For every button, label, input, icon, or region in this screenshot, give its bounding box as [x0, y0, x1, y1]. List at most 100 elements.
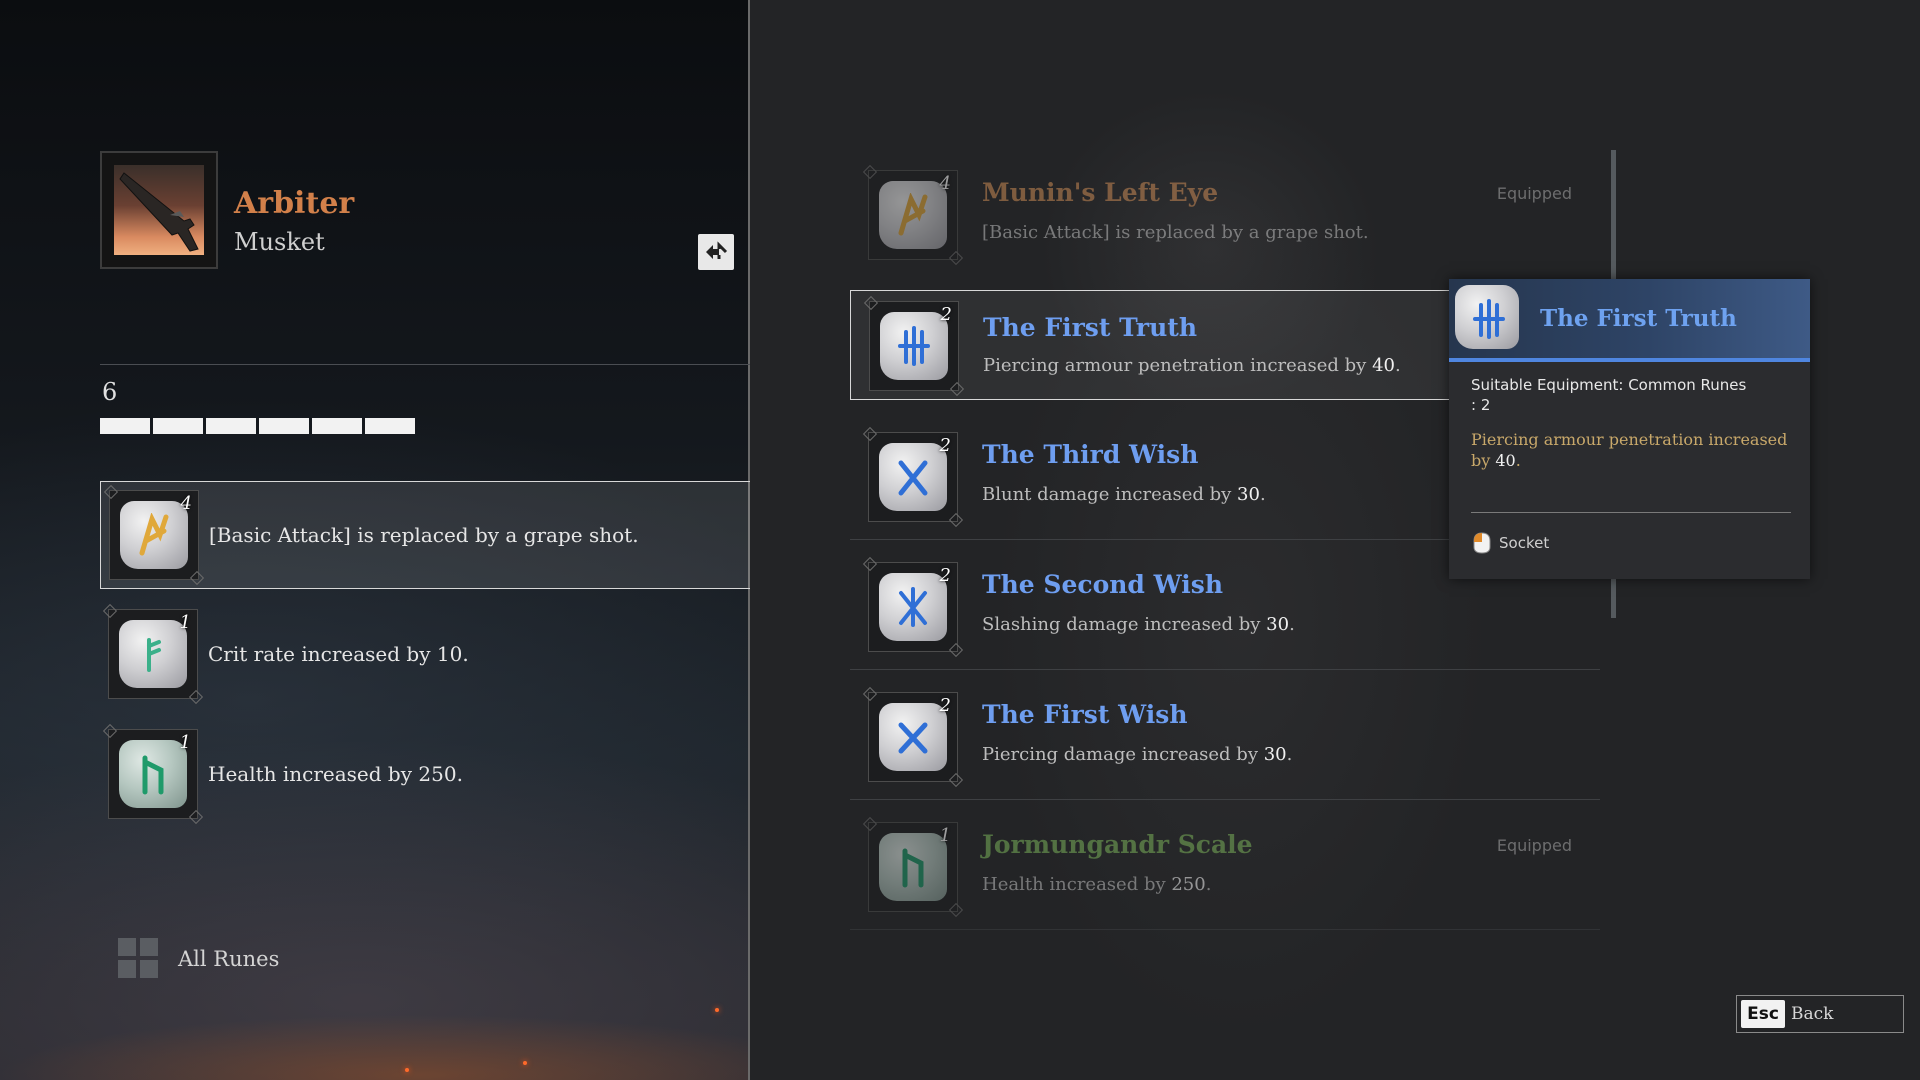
rune-level: 1 [939, 825, 951, 846]
swap-arrows-icon [706, 241, 728, 259]
equipped-status: Equipped [1496, 184, 1572, 203]
rune-row-munins-left-eye[interactable]: 4 Munin's Left Eye [Basic Attack] is rep… [850, 150, 1600, 278]
rune-stone-icon [879, 833, 947, 901]
rune-slot-icon: 2 [868, 692, 958, 782]
rune-row-the-third-wish[interactable]: 2 The Third Wish Blunt damage increased … [850, 412, 1600, 540]
rune-value: 30 [1263, 744, 1287, 765]
rune-level: 1 [179, 732, 191, 753]
rune-description-text: Piercing damage increased by [982, 744, 1264, 765]
rune-slot-segment [153, 418, 203, 434]
back-button[interactable]: Esc Back [1736, 995, 1904, 1033]
rune-description: [Basic Attack] is replaced by a grape sh… [982, 222, 1369, 243]
weapon-portrait [100, 151, 218, 269]
swap-weapon-button[interactable] [698, 234, 734, 270]
rune-value: 40 [1372, 355, 1395, 376]
rune-stone-icon [880, 312, 948, 380]
divider [100, 364, 750, 365]
rune-slot-segment [206, 418, 256, 434]
tooltip-header: The First Truth [1449, 279, 1810, 362]
rune-stone-icon [119, 620, 187, 688]
rune-description: Piercing damage increased by 30. [982, 744, 1292, 765]
all-runes-label: All Runes [178, 947, 280, 971]
rune-slot-segment [259, 418, 309, 434]
rune-description-text: [Basic Attack] is replaced by a grape sh… [982, 222, 1369, 243]
weapon-name: Arbiter [234, 186, 355, 221]
tooltip-suitable-line: : 2 [1471, 396, 1491, 414]
socket-action[interactable]: Socket [1471, 531, 1549, 555]
rune-slot-icon: 2 [868, 432, 958, 522]
ember-particle [523, 1061, 527, 1065]
equipped-rune-effect: Health increased by 250. [208, 762, 463, 786]
equipped-rune-slot-2[interactable]: 1 Crit rate increased by 10. [100, 600, 750, 708]
rune-value: 30 [1237, 484, 1260, 505]
rune-description-text: Health increased by [982, 874, 1172, 895]
rune-stone-icon [1455, 285, 1519, 349]
rune-name: The Third Wish [982, 440, 1199, 469]
rune-description-end: . [1259, 484, 1266, 505]
rune-slot-icon: 4 [109, 490, 199, 580]
rune-stone-icon [879, 443, 947, 511]
rune-description: Health increased by 250. [982, 874, 1211, 895]
rune-row-the-second-wish[interactable]: 2 The Second Wish Slashing damage increa… [850, 542, 1600, 670]
equipped-rune-slot-3[interactable]: 1 Health increased by 250. [100, 720, 750, 828]
rune-stone-icon [879, 181, 947, 249]
rune-slot-icon: 2 [868, 562, 958, 652]
rune-row-jormungandr-scale[interactable]: 1 Jormungandr Scale Health increased by … [850, 802, 1600, 930]
rune-stone-icon [879, 573, 947, 641]
rune-stone-icon [120, 501, 188, 569]
rune-tooltip: The First Truth Suitable Equipment: Comm… [1449, 279, 1810, 579]
musket-image [114, 165, 204, 255]
ember-particle [405, 1068, 409, 1072]
rune-level: 1 [179, 612, 191, 633]
tooltip-suitable-line: Suitable Equipment: Common Runes [1471, 376, 1747, 394]
rune-slot-icon: 2 [869, 301, 959, 391]
equipped-rune-effect: Crit rate increased by 10. [208, 642, 469, 666]
rune-slot-segment [312, 418, 362, 434]
rune-description: Blunt damage increased by 30. [982, 484, 1266, 505]
rune-name: Munin's Left Eye [982, 178, 1219, 207]
tooltip-description-text: Piercing armour penetration increased by [1471, 430, 1788, 470]
rune-stone-icon [119, 740, 187, 808]
rune-description-end: . [1289, 614, 1295, 635]
rune-name: The Second Wish [982, 570, 1223, 599]
equipped-rune-slot-1[interactable]: 4 [Basic Attack] is replaced by a grape … [100, 481, 750, 589]
tooltip-description-end: . [1515, 451, 1521, 470]
socket-label: Socket [1499, 534, 1550, 552]
rune-description: Slashing damage increased by 30. [982, 614, 1295, 635]
rune-level: 2 [939, 695, 951, 716]
rune-description: Piercing armour penetration increased by… [983, 355, 1401, 376]
rune-slot-segment [365, 418, 415, 434]
esc-key-icon: Esc [1741, 1000, 1785, 1028]
rune-slot-bar [100, 418, 415, 434]
rune-value: 250 [1171, 874, 1206, 895]
rune-description-end: . [1286, 744, 1293, 765]
rune-level: 4 [939, 173, 951, 194]
ember-particle [715, 1008, 719, 1012]
grid-icon [118, 938, 158, 978]
rune-level: 4 [180, 493, 192, 514]
rune-description-text: Blunt damage increased by [982, 484, 1238, 505]
rune-slot-icon: 1 [108, 729, 198, 819]
rune-description-text: Piercing armour penetration increased by [983, 355, 1373, 376]
tooltip-title: The First Truth [1540, 305, 1737, 332]
rune-description-end: . [1394, 355, 1401, 376]
rune-row-the-first-wish[interactable]: 2 The First Wish Piercing damage increas… [850, 672, 1600, 800]
rune-slot-icon: 4 [868, 170, 958, 260]
tooltip-suitable-equipment: Suitable Equipment: Common Runes : 2 [1471, 375, 1791, 415]
rune-slot-icon: 1 [108, 609, 198, 699]
rune-name: The First Wish [982, 700, 1188, 729]
weapon-type: Musket [234, 228, 325, 256]
rune-level: 2 [940, 304, 952, 325]
rune-slot-segment [100, 418, 150, 434]
weapon-panel: Arbiter Musket 6 4 [Basic Attack] is rep… [0, 0, 750, 1080]
tooltip-value: 40 [1495, 451, 1516, 470]
tooltip-description: Piercing armour penetration increased by… [1471, 429, 1791, 471]
divider [1471, 512, 1791, 513]
rune-name: The First Truth [983, 313, 1197, 342]
rune-description-text: Slashing damage increased by [982, 614, 1267, 635]
mouse-left-click-icon [1473, 532, 1491, 554]
all-runes-button[interactable]: All Runes [118, 938, 279, 980]
rune-description-end: . [1205, 874, 1212, 895]
rune-slot-icon: 1 [868, 822, 958, 912]
equipped-status: Equipped [1496, 836, 1572, 855]
